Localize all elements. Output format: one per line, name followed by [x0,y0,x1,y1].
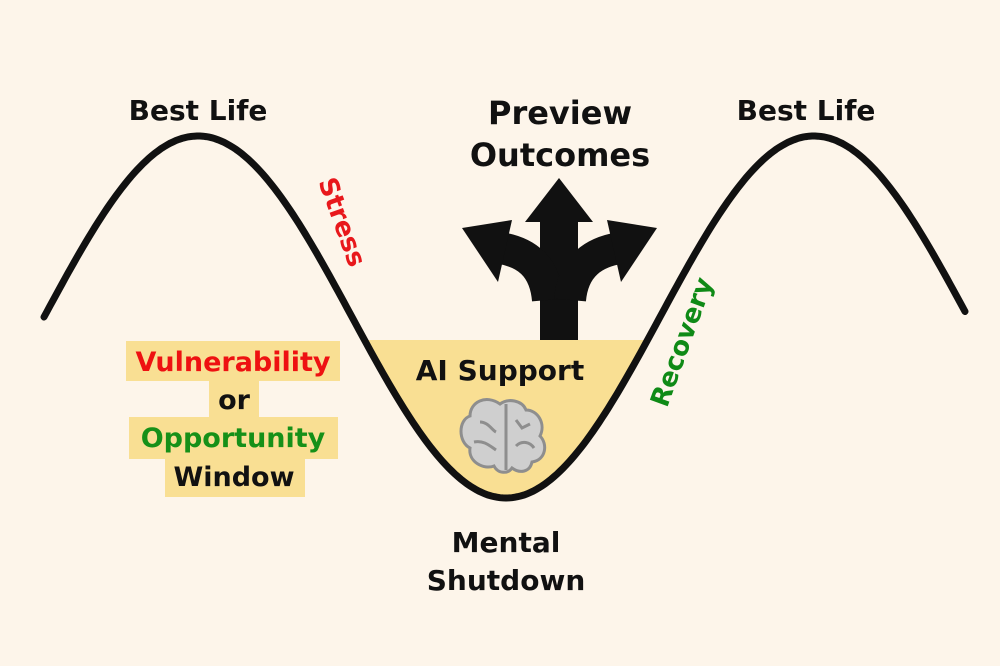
best-life-right-label: Best Life [737,94,876,127]
vulnerability-label: Vulnerability [135,347,330,378]
preview-label-line1: Preview [488,94,632,132]
preview-label-line2: Outcomes [470,136,650,174]
window-highlights [126,341,340,497]
mental-label-line2: Shutdown [427,564,586,597]
highlight-opportunity [129,417,338,459]
mental-label-line1: Mental [452,526,561,559]
highlight-or [209,381,259,417]
highlight-window [165,459,305,497]
ai-support-label: AI Support [416,354,584,387]
recovery-label: Recovery [645,274,719,411]
highlight-vulnerability [126,341,340,381]
brain-icon [459,398,547,474]
window-label: Window [173,462,294,493]
three-way-arrow-icon [462,178,657,340]
or-label: or [218,385,251,416]
best-life-left-label: Best Life [129,94,268,127]
opportunity-label: Opportunity [141,423,326,454]
wave-curve [40,132,969,502]
